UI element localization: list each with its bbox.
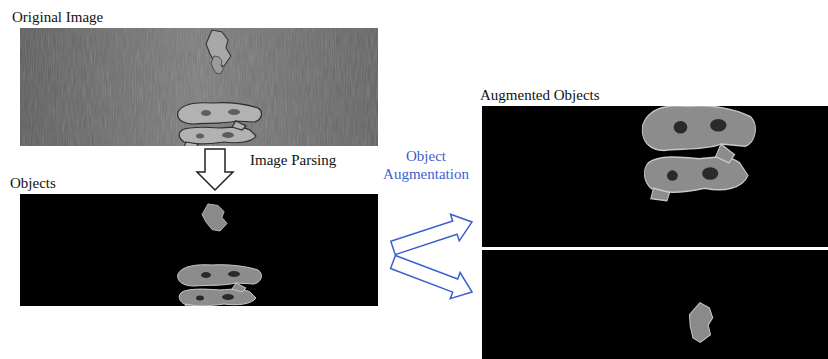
block-arrow <box>391 255 472 298</box>
image-panel-node: Objects <box>20 174 378 306</box>
image-panel <box>482 250 828 359</box>
image-panel-node: Augmented Objects <box>482 86 828 247</box>
image-panel <box>482 106 828 247</box>
edge-label: Image Parsing <box>248 151 338 169</box>
block-arrow <box>197 149 233 190</box>
image-panel-node: Original Image <box>20 8 378 146</box>
image-panel <box>20 28 378 146</box>
block-arrow <box>391 214 472 254</box>
panel-heading: Augmented Objects <box>480 86 826 104</box>
edge-label: Object Augmentation <box>374 147 478 183</box>
image-panel <box>20 194 378 306</box>
image-panel-node <box>482 250 828 359</box>
panel-heading: Objects <box>10 174 368 192</box>
panel-heading: Original Image <box>12 8 370 26</box>
